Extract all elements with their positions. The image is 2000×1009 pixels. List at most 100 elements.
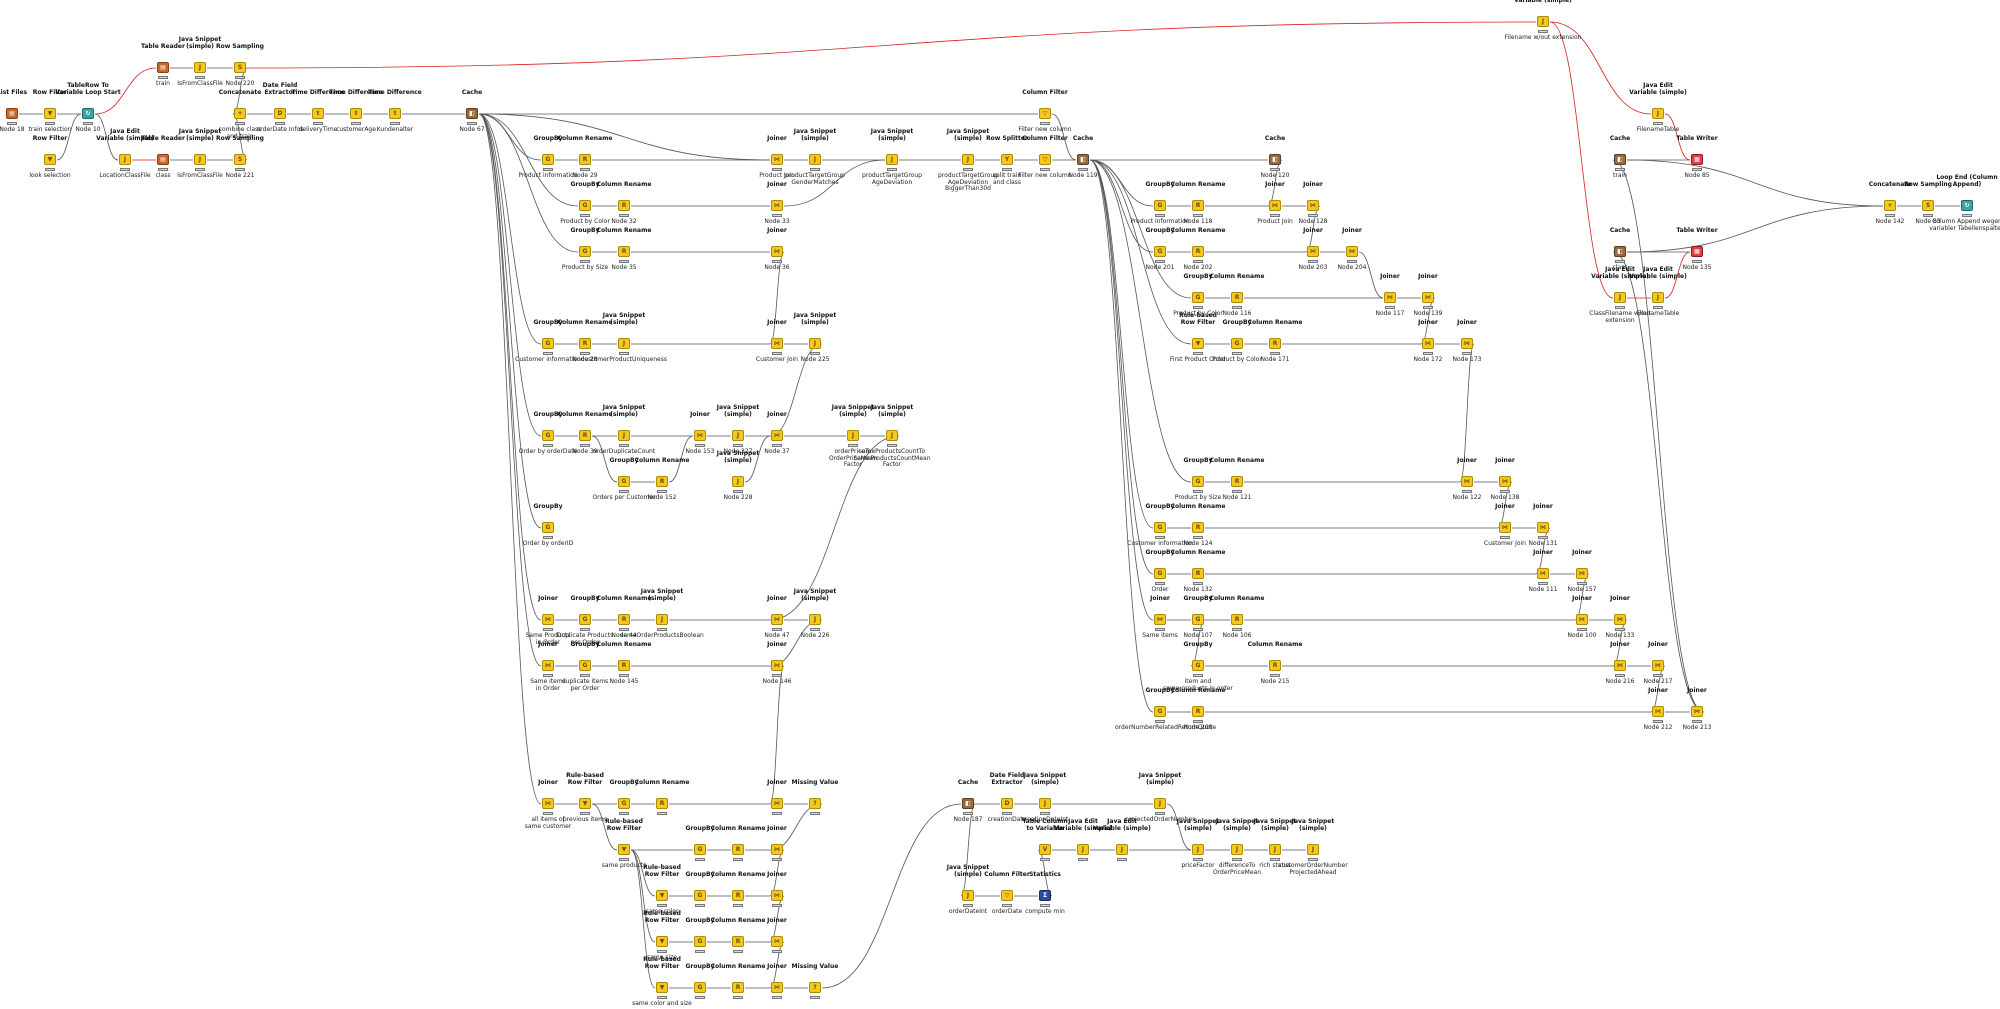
data-connection (478, 113, 542, 437)
data-connection (1089, 159, 1154, 575)
node-label: Product information (518, 172, 578, 179)
data-connection (1612, 251, 1705, 713)
groupby-icon: G (1154, 246, 1166, 257)
node-label: ClassFilename w/out extension (1589, 310, 1651, 324)
node-title: Joiner (1380, 272, 1400, 280)
node-status-indicator (1193, 582, 1203, 585)
groupby-icon: G (694, 982, 706, 993)
node-title: Missing Value (791, 962, 839, 970)
node-status-indicator (1002, 904, 1012, 907)
node-title: Joiner (1457, 318, 1477, 326)
snippet-icon: J (194, 62, 206, 73)
node-label: Node 128 (1298, 218, 1328, 225)
data-connection (94, 113, 119, 161)
node-title: Java Snippet (simple) (1253, 818, 1297, 832)
node-title: Column Rename (1247, 640, 1303, 648)
snippet-icon: J (1614, 292, 1626, 303)
snippet-icon: J (847, 430, 859, 441)
node-title: GroupBy (1145, 686, 1175, 694)
node-title: Row Filter (32, 88, 68, 96)
node-title: Concatenate (218, 88, 262, 96)
data-connection (1089, 159, 1154, 529)
node-label: Node 32 (611, 218, 637, 225)
snippet-icon: J (1652, 108, 1664, 119)
node-status-indicator (45, 122, 55, 125)
node-title: Column Rename (1170, 548, 1226, 556)
rename-icon: R (579, 154, 591, 165)
node-label: item and same products in order (1163, 678, 1233, 692)
node-title: Java Snippet (simple) (831, 404, 875, 418)
node-label: Same Products in Order (525, 632, 571, 646)
rename-icon: R (1231, 292, 1243, 303)
data-connection (744, 435, 771, 483)
node-title: Joiner (1265, 180, 1285, 188)
node-status-indicator (1270, 352, 1280, 355)
node-label: Node 228 (723, 494, 753, 501)
node-status-indicator (1117, 858, 1127, 861)
cache-icon: ◧ (1614, 154, 1626, 165)
rename-icon: R (618, 246, 630, 257)
node-label: Node 213 (1682, 724, 1712, 731)
rename-icon: R (732, 982, 744, 993)
node-status-indicator (695, 950, 705, 953)
node-title: Time Difference (329, 88, 383, 96)
node-status-indicator (1193, 214, 1203, 217)
joiner-icon: ⋈ (1691, 706, 1703, 717)
node-label: deliveryTime (298, 126, 338, 133)
node-title: Table Column to Variable (1022, 818, 1068, 832)
node-title: GroupBy (609, 778, 639, 786)
node-status-indicator (733, 444, 743, 447)
data-connection (478, 113, 542, 345)
node-title: Joiner (1495, 456, 1515, 464)
joiner-icon: ⋈ (771, 338, 783, 349)
node-label: Order (1151, 586, 1169, 593)
data-connection (478, 113, 542, 667)
node-title: Row Sampling (216, 134, 264, 142)
node-status-indicator (1423, 306, 1433, 309)
node-status-indicator (1232, 490, 1242, 493)
node-label: Column Append wegen variabler Tabellensp… (1929, 218, 2000, 232)
snippet-icon: J (1192, 844, 1204, 855)
node-status-indicator (1155, 260, 1165, 263)
node-title: Rule-based Row Filter (643, 864, 681, 878)
colfilter-icon: ▽ (1039, 108, 1051, 119)
node-title: GroupBy (533, 502, 563, 510)
node-title: Java Snippet (simple) (1023, 772, 1067, 786)
node-status-indicator (1500, 490, 1510, 493)
groupby-icon: G (1231, 338, 1243, 349)
node-title: Column Rename (557, 410, 613, 418)
node-label: Customer Join (1484, 540, 1526, 547)
node-label: Node 35 (611, 264, 637, 271)
node-label: Customer information (515, 356, 581, 363)
data-connection (1089, 159, 1192, 299)
joiner-icon: ⋈ (771, 890, 783, 901)
node-label: Node 85 (1684, 172, 1710, 179)
joiner-icon: ⋈ (1422, 338, 1434, 349)
flow-variable-connection (94, 67, 157, 115)
node-status-indicator (772, 260, 782, 263)
flow-variable-connection (1549, 21, 1614, 299)
node-label: orderPriceTo OrderPriceMean Factor (828, 448, 878, 468)
reader-icon: ▤ (6, 108, 18, 119)
node-status-indicator (619, 444, 629, 447)
node-label: Product by Size (1174, 494, 1222, 501)
node-status-indicator (1193, 352, 1203, 355)
data-connection (1089, 159, 1154, 713)
data-connection (478, 113, 542, 529)
node-label: Node 18 (0, 126, 25, 133)
node-status-indicator (848, 444, 858, 447)
joiner-icon: ⋈ (1154, 614, 1166, 625)
node-status-indicator (1040, 904, 1050, 907)
node-label: train (156, 80, 170, 87)
groupby-icon: G (579, 614, 591, 625)
node-status-indicator (810, 812, 820, 815)
node-status-indicator (1193, 720, 1203, 723)
node-label: Node 131 (1528, 540, 1558, 547)
node-status-indicator (619, 858, 629, 861)
rename-icon: R (732, 936, 744, 947)
data-connection (591, 803, 618, 851)
data-connection (478, 113, 579, 253)
node-title: Column Rename (557, 134, 613, 142)
node-status-indicator (351, 122, 361, 125)
